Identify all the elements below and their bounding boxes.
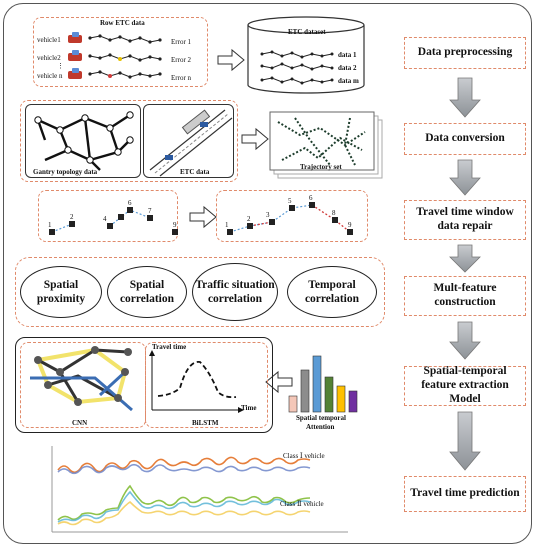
feature-spatial-proximity: Spatial proximity <box>20 266 102 318</box>
attention-label-2: Attention <box>306 423 335 431</box>
feature-spatial-correlation: Spatial correlation <box>107 266 187 318</box>
after-node-8: 8 <box>332 209 336 217</box>
etc-label: ETC data <box>180 168 210 176</box>
before-node-1: 1 <box>48 221 52 229</box>
gantry-label: Gantry topology data <box>33 168 98 176</box>
step-travel-time-prediction: Travel time prediction <box>404 476 526 512</box>
after-node-2: 2 <box>247 215 251 223</box>
repair-after-box <box>216 190 368 242</box>
feature-temporal-correlation: Temporal correlation <box>287 266 377 318</box>
after-node-6: 6 <box>309 194 313 202</box>
car-icon-1 <box>68 32 82 43</box>
bilstm-y-label: Travel time <box>152 343 187 351</box>
gantry-panel <box>25 104 141 178</box>
etc-dataset-title: ETC dataset <box>288 28 326 36</box>
conversion-box <box>20 100 238 182</box>
vehicle-label-1: vehicle1 <box>37 36 61 44</box>
outer-frame <box>3 3 532 544</box>
before-node-7: 7 <box>148 207 152 215</box>
after-node-5: 5 <box>288 197 292 205</box>
dataset-row-1: data 1 <box>338 51 357 59</box>
attention-label-1: Spatial temporal <box>296 414 346 422</box>
attention-bars <box>288 355 358 413</box>
error-label-2: Error 2 <box>171 56 192 64</box>
after-node-9: 9 <box>348 221 352 229</box>
class2-label: Class Ⅱ vehicle <box>280 500 324 508</box>
dataset-row-m: data m <box>338 77 359 85</box>
raw-etc-title: Row ETC data <box>100 19 145 27</box>
bilstm-label: BiLSTM <box>192 419 219 427</box>
before-node-9: 9 <box>173 221 177 229</box>
car-icon-etc-2 <box>165 155 173 160</box>
vehicle-label-2: vehicle2 <box>37 54 61 62</box>
etc-panel <box>143 104 234 178</box>
step-spatial-temporal-model: Spatial-temporal feature extraction Mode… <box>404 365 526 406</box>
trajectory-label: Trajectory set <box>300 163 342 171</box>
car-icon-2 <box>68 50 82 61</box>
after-node-1: 1 <box>225 221 229 229</box>
step-data-conversion: Data conversion <box>404 123 526 155</box>
class1-label: Class Ⅰ vehicle <box>283 452 325 460</box>
before-node-4: 4 <box>103 215 107 223</box>
vehicle-label-n: vehicle n <box>37 72 63 80</box>
after-node-3: 3 <box>266 211 270 219</box>
before-node-2: 2 <box>70 213 74 221</box>
raw-etc-box <box>33 17 208 87</box>
bilstm-x-label: Time <box>241 404 257 412</box>
dataset-row-2: data 2 <box>338 64 357 72</box>
cnn-label: CNN <box>72 419 88 427</box>
error-label-1: Error 1 <box>171 38 192 46</box>
feature-traffic-situation: Traffic situation correlation <box>192 263 278 321</box>
car-icon-n <box>68 68 82 79</box>
car-icon-etc-1 <box>200 122 208 127</box>
svg-text:⋮: ⋮ <box>57 62 64 70</box>
bilstm-box <box>145 342 268 428</box>
step-mult-feature-construction: Mult-feature construction <box>404 276 526 316</box>
error-label-n: Error n <box>171 74 192 82</box>
step-data-preprocessing: Data preprocessing <box>404 37 526 69</box>
model-box <box>15 337 273 433</box>
step-travel-time-window-repair: Travel time window data repair <box>404 200 526 240</box>
gantry-icon <box>181 109 211 135</box>
repair-before-box <box>38 190 178 242</box>
before-node-6: 6 <box>128 199 132 207</box>
features-box <box>15 257 385 327</box>
